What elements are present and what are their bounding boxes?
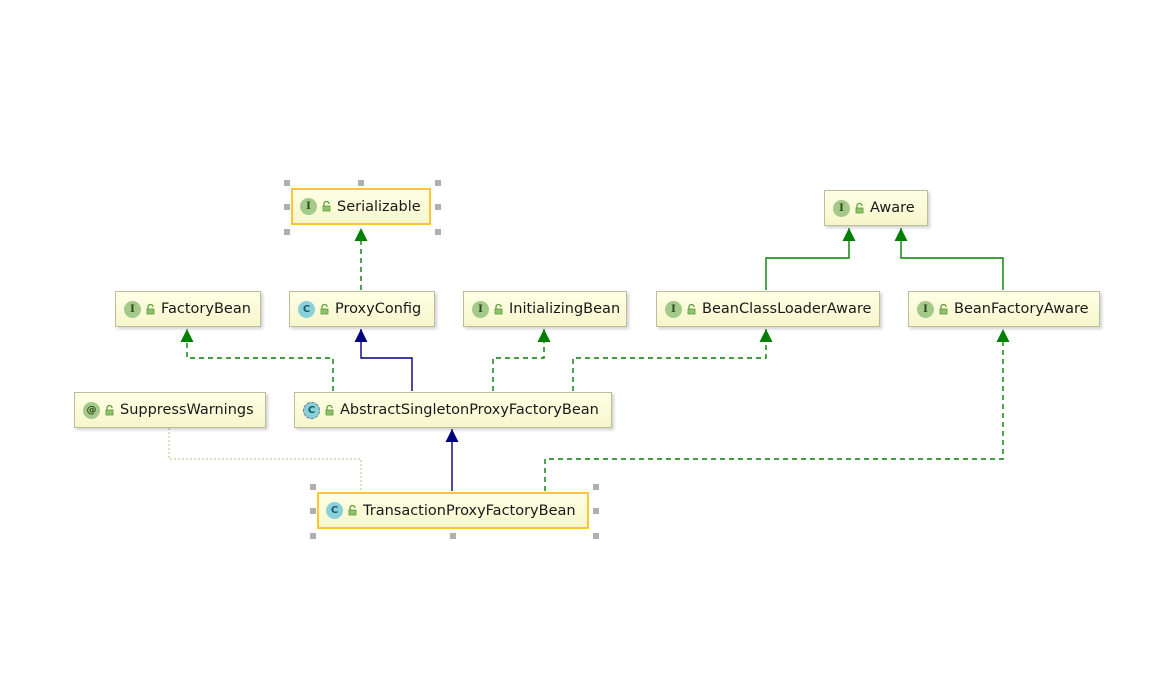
selection-handle[interactable] (358, 180, 364, 186)
node-suppresswarnings[interactable]: @ SuppressWarnings (74, 392, 266, 428)
selection-handle[interactable] (593, 533, 599, 539)
node-label: InitializingBean (509, 301, 621, 317)
class-badge-icon: C (326, 502, 343, 519)
node-label: FactoryBean (161, 301, 251, 317)
node-beanfactoryaware[interactable]: I BeanFactoryAware (908, 291, 1100, 327)
interface-badge-icon: I (917, 300, 934, 318)
node-label: BeanClassLoaderAware (702, 301, 872, 317)
selection-handle[interactable] (435, 180, 441, 186)
public-lock-icon (494, 303, 503, 314)
edge-abstract-implements-initializingbean (492, 329, 551, 391)
public-lock-icon (348, 505, 357, 516)
node-label: SuppressWarnings (120, 402, 254, 418)
interface-badge-icon: I (833, 199, 850, 217)
selection-handle[interactable] (593, 508, 599, 514)
interface-badge-icon: I (665, 300, 682, 318)
node-initializingbean[interactable]: I InitializingBean (463, 291, 627, 327)
node-factorybean[interactable]: I FactoryBean (115, 291, 261, 327)
interface-badge-icon: I (124, 300, 141, 318)
node-label: Aware (870, 200, 915, 216)
edge-transaction-implements-beanfactoryaware (544, 329, 1010, 491)
edge-suppresswarnings-annotates-transaction (168, 428, 362, 491)
node-aware[interactable]: I Aware (824, 190, 928, 226)
selection-handle[interactable] (310, 484, 316, 490)
public-lock-icon (325, 404, 334, 415)
edge-beanfactoryaware-extends-aware (894, 228, 1004, 290)
public-lock-icon (320, 303, 329, 314)
public-lock-icon (322, 201, 331, 212)
interface-badge-icon: I (300, 198, 317, 215)
selection-handle[interactable] (435, 229, 441, 235)
selection-handle[interactable] (284, 204, 290, 210)
edge-abstract-implements-beanclassloaderaware (572, 329, 773, 391)
selection-handle[interactable] (284, 180, 290, 186)
node-label: AbstractSingletonProxyFactoryBean (340, 402, 599, 418)
public-lock-icon (939, 303, 948, 314)
public-lock-icon (855, 202, 864, 213)
node-transactionproxyfactorybean[interactable]: C TransactionProxyFactoryBean (317, 492, 589, 529)
abstract-class-badge-icon: C (303, 401, 320, 419)
node-abstractsingletonproxyfactorybean[interactable]: C AbstractSingletonProxyFactoryBean (294, 392, 612, 428)
selection-handle[interactable] (593, 484, 599, 490)
node-label: Serializable (337, 198, 421, 215)
class-badge-icon: C (298, 300, 315, 318)
selection-handle[interactable] (284, 229, 290, 235)
node-beanclassloaderaware[interactable]: I BeanClassLoaderAware (656, 291, 880, 327)
node-label: TransactionProxyFactoryBean (363, 502, 576, 519)
annotation-badge-icon: @ (83, 401, 100, 419)
node-serializable[interactable]: I Serializable (291, 188, 431, 225)
selection-handle[interactable] (435, 204, 441, 210)
selection-handle[interactable] (310, 508, 316, 514)
selection-handle[interactable] (450, 533, 456, 539)
public-lock-icon (105, 404, 114, 415)
public-lock-icon (687, 303, 696, 314)
selection-handle[interactable] (310, 533, 316, 539)
edge-beanclassloaderaware-extends-aware (765, 228, 856, 290)
node-label: BeanFactoryAware (954, 301, 1089, 317)
public-lock-icon (146, 303, 155, 314)
node-proxyconfig[interactable]: C ProxyConfig (289, 291, 435, 327)
edge-abstract-implements-factorybean (180, 329, 334, 391)
edge-abstract-extends-proxyconfig (354, 329, 413, 391)
node-label: ProxyConfig (335, 301, 422, 317)
interface-badge-icon: I (472, 300, 489, 318)
